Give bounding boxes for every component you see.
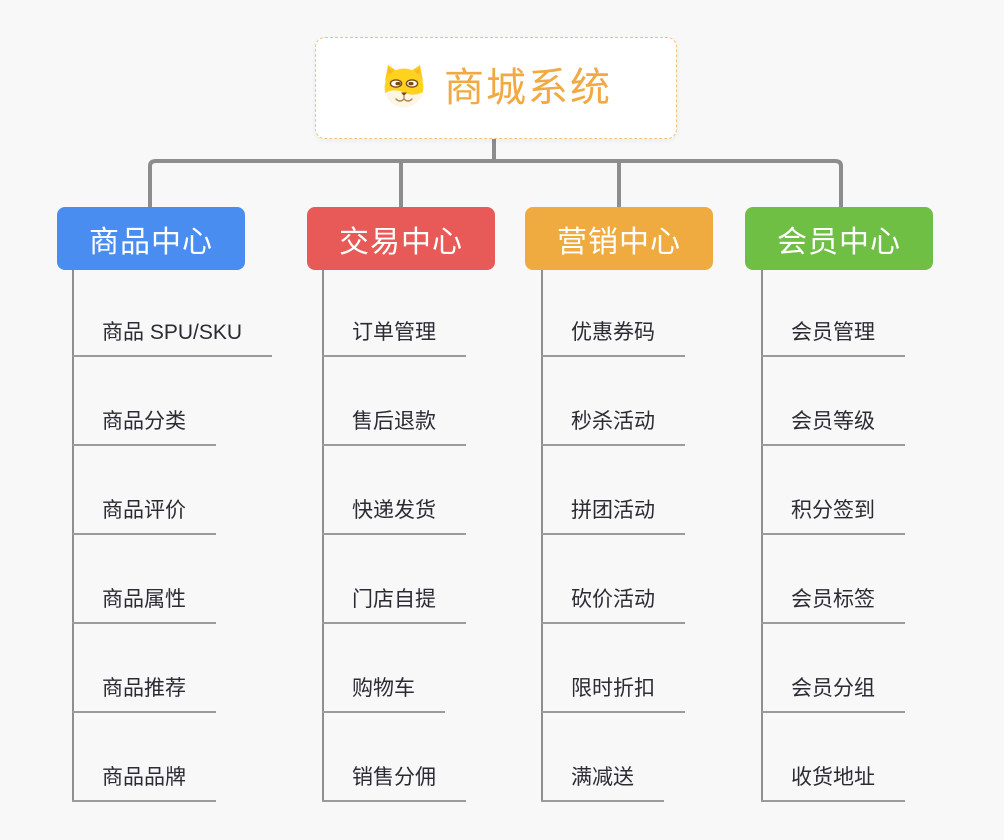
leaf-node[interactable]: 商品分类 — [72, 408, 216, 446]
leaf-node[interactable]: 收货地址 — [761, 764, 905, 802]
leaf-node[interactable]: 秒杀活动 — [541, 408, 685, 446]
leaf-node[interactable]: 订单管理 — [322, 319, 466, 357]
leaf-node[interactable]: 会员管理 — [761, 319, 905, 357]
branch-node-trade-center[interactable]: 交易中心 — [307, 207, 495, 270]
leaf-node[interactable]: 销售分佣 — [322, 764, 466, 802]
leaf-node[interactable]: 优惠券码 — [541, 319, 685, 357]
leaf-node[interactable]: 会员等级 — [761, 408, 905, 446]
branch-spine — [761, 270, 763, 801]
branch-spine — [322, 270, 324, 801]
branch-label: 交易中心 — [339, 225, 463, 259]
leaf-node[interactable]: 拼团活动 — [541, 497, 685, 535]
branch-spine — [541, 270, 543, 801]
leaf-node[interactable]: 商品推荐 — [72, 675, 216, 713]
leaf-node[interactable]: 会员分组 — [761, 675, 905, 713]
leaf-node[interactable]: 满减送 — [541, 764, 664, 802]
branch-label: 会员中心 — [777, 225, 901, 259]
root-node[interactable]: 商城系统 — [315, 37, 677, 139]
branch-node-marketing-center[interactable]: 营销中心 — [525, 207, 713, 270]
leaf-node[interactable]: 商品评价 — [72, 497, 216, 535]
branch-node-product-center[interactable]: 商品中心 — [57, 207, 245, 270]
branch-label: 营销中心 — [557, 225, 681, 259]
leaf-node[interactable]: 商品品牌 — [72, 764, 216, 802]
leaf-node[interactable]: 会员标签 — [761, 586, 905, 624]
leaf-node[interactable]: 快递发货 — [322, 497, 466, 535]
leaf-node[interactable]: 砍价活动 — [541, 586, 685, 624]
leaf-node[interactable]: 门店自提 — [322, 586, 466, 624]
leaf-node[interactable]: 积分签到 — [761, 497, 905, 535]
branch-label: 商品中心 — [89, 225, 213, 259]
branch-node-member-center[interactable]: 会员中心 — [745, 207, 933, 270]
leaf-node[interactable]: 商品属性 — [72, 586, 216, 624]
branch-spine — [72, 270, 74, 801]
root-title: 商城系统 — [444, 66, 612, 110]
leaf-node[interactable]: 售后退款 — [322, 408, 466, 446]
leaf-node[interactable]: 商品 SPU/SKU — [72, 319, 273, 357]
leaf-node[interactable]: 限时折扣 — [541, 675, 685, 713]
leaf-node[interactable]: 购物车 — [322, 675, 445, 713]
dog-face-icon — [380, 64, 428, 112]
